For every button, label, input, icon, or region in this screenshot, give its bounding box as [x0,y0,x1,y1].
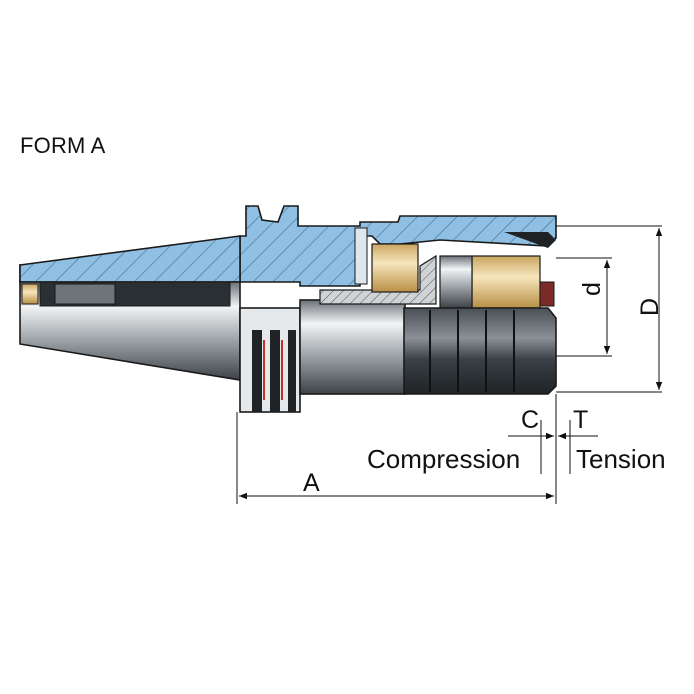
dimension-label-d: d [578,282,606,296]
tension-label: Tension [576,444,666,474]
taper-brass-insert [21,283,39,305]
form-title: FORM A [20,133,106,158]
taper-front [19,235,241,283]
retention-knurl [54,283,116,305]
brass-ring-right [471,255,541,309]
dimension-label-C: C [521,406,540,434]
brass-ring-left [371,243,419,293]
dimension-label-A: A [303,469,320,497]
clamping-nut [403,307,557,395]
shank-body [299,299,406,395]
dimension-label-D: D [636,297,664,316]
inner-cylinder [439,255,473,309]
dimension-label-T: T [573,406,589,434]
compression-label: Compression [367,444,521,474]
